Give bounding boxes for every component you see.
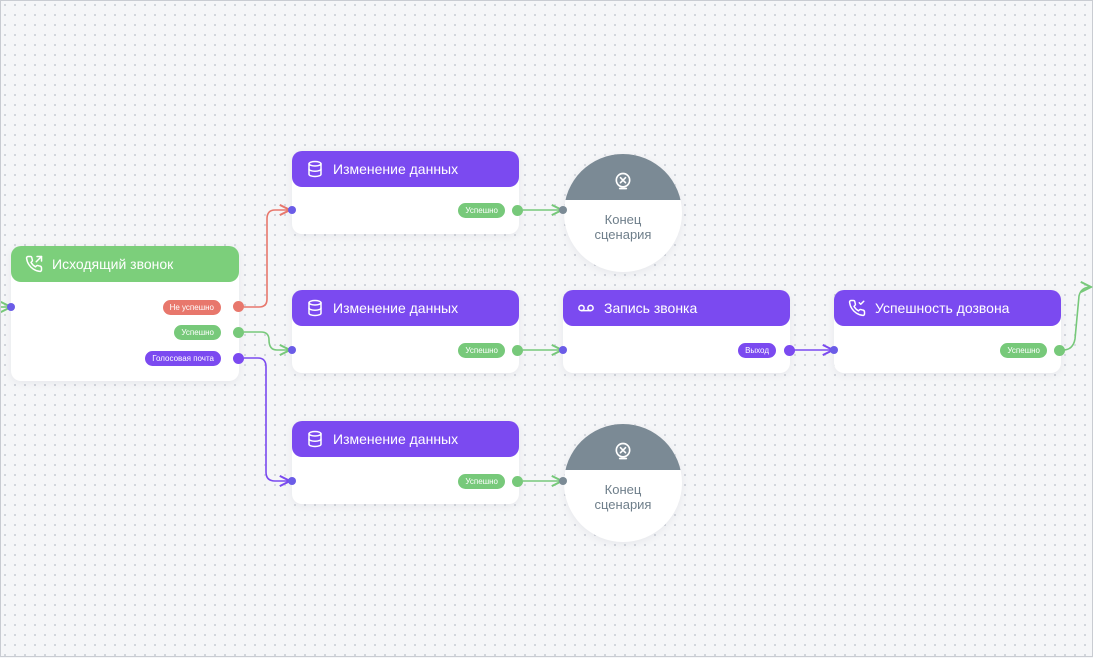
input-port-change-1[interactable]	[288, 206, 296, 214]
phone-outgoing-icon	[25, 255, 43, 273]
end-label-line2: сценария	[594, 497, 652, 512]
output-port-not-success[interactable]	[233, 301, 244, 312]
output-success-label: Успешно	[458, 343, 505, 358]
end-label-line1: Конец	[604, 482, 642, 497]
output-port-success[interactable]	[233, 327, 244, 338]
end-label-line1: Конец	[604, 212, 642, 227]
output-success-label: Успешно	[458, 474, 505, 489]
input-port-change-3[interactable]	[288, 477, 296, 485]
end-cap	[564, 154, 682, 200]
database-icon	[306, 430, 324, 448]
node-header[interactable]: Изменение данных	[292, 151, 519, 187]
node-header[interactable]: Успешность дозвона	[834, 290, 1061, 326]
node-header[interactable]: Изменение данных	[292, 290, 519, 326]
input-port-record-call[interactable]	[559, 346, 567, 354]
output-not-success-label: Не успешно	[162, 300, 221, 315]
voicemail-icon	[577, 299, 595, 317]
input-port-end-2[interactable]	[559, 477, 567, 485]
node-record-call[interactable]: Запись звонка Выход	[563, 290, 790, 373]
output-success-label: Успешно	[1000, 343, 1047, 358]
output-port-change-1[interactable]	[512, 205, 523, 216]
node-title: Успешность дозвона	[875, 300, 1010, 316]
output-port-change-3[interactable]	[512, 476, 523, 487]
database-icon	[306, 299, 324, 317]
node-change-data-1[interactable]: Изменение данных Успешно	[292, 151, 519, 234]
output-port-dial-success[interactable]	[1054, 345, 1065, 356]
output-success-label: Успешно	[458, 203, 505, 218]
edge-voicemail-to-change-3	[244, 357, 290, 481]
output-success-label: Успешно	[174, 325, 221, 340]
close-circle-icon	[613, 171, 633, 191]
output-port-change-2[interactable]	[512, 345, 523, 356]
phone-check-icon	[848, 299, 866, 317]
end-label: Конец сценария	[564, 482, 682, 512]
node-end-scenario-2[interactable]: Конец сценария	[564, 424, 682, 542]
node-title: Исходящий звонок	[52, 256, 174, 272]
output-port-record-call[interactable]	[784, 345, 795, 356]
edge-dial-success-out	[1062, 287, 1091, 351]
input-port-outgoing-call[interactable]	[7, 303, 15, 311]
node-header[interactable]: Запись звонка	[563, 290, 790, 326]
node-change-data-3[interactable]: Изменение данных Успешно	[292, 421, 519, 504]
end-label: Конец сценария	[564, 212, 682, 242]
node-title: Изменение данных	[333, 161, 459, 177]
database-icon	[306, 160, 324, 178]
end-label-line2: сценария	[594, 227, 652, 242]
end-cap	[564, 424, 682, 470]
output-port-voicemail[interactable]	[233, 353, 244, 364]
edge-not-success-to-change-1	[244, 210, 290, 308]
node-header[interactable]: Изменение данных	[292, 421, 519, 457]
node-change-data-2[interactable]: Изменение данных Успешно	[292, 290, 519, 373]
input-port-dial-success[interactable]	[830, 346, 838, 354]
close-circle-icon	[613, 441, 633, 461]
node-title: Изменение данных	[333, 300, 459, 316]
output-exit-label: Выход	[738, 343, 776, 358]
edge-success-to-change-2	[244, 331, 290, 350]
node-end-scenario-1[interactable]: Конец сценария	[564, 154, 682, 272]
node-title: Изменение данных	[333, 431, 459, 447]
node-dial-success[interactable]: Успешность дозвона Успешно	[834, 290, 1061, 373]
input-port-end-1[interactable]	[559, 206, 567, 214]
node-header[interactable]: Исходящий звонок	[11, 246, 239, 282]
node-title: Запись звонка	[604, 300, 698, 316]
node-outgoing-call[interactable]: Исходящий звонок Не успешно Успешно Голо…	[11, 246, 239, 381]
input-port-change-2[interactable]	[288, 346, 296, 354]
output-voicemail-label: Голосовая почта	[145, 351, 221, 366]
